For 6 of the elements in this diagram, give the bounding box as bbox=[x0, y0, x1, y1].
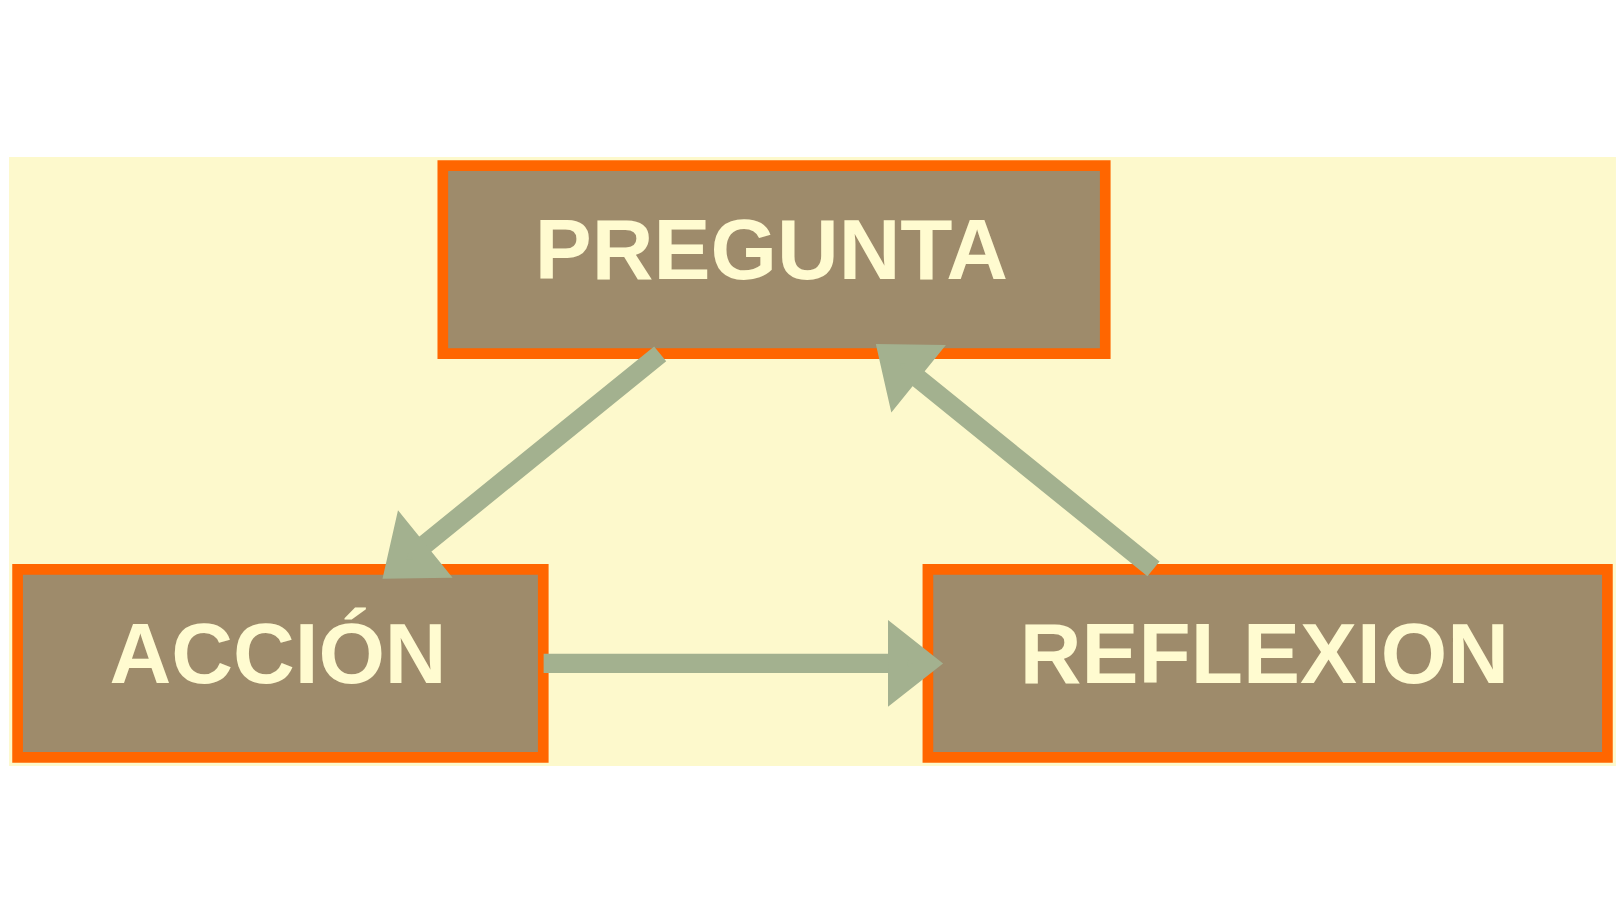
node-box: REFLEXION bbox=[922, 563, 1613, 763]
arrow bbox=[382, 345, 666, 579]
arrow bbox=[875, 343, 1160, 576]
node-box: PREGUNTA bbox=[437, 159, 1111, 359]
arrow bbox=[543, 619, 943, 707]
node-box: ACCIÓN bbox=[11, 563, 549, 763]
